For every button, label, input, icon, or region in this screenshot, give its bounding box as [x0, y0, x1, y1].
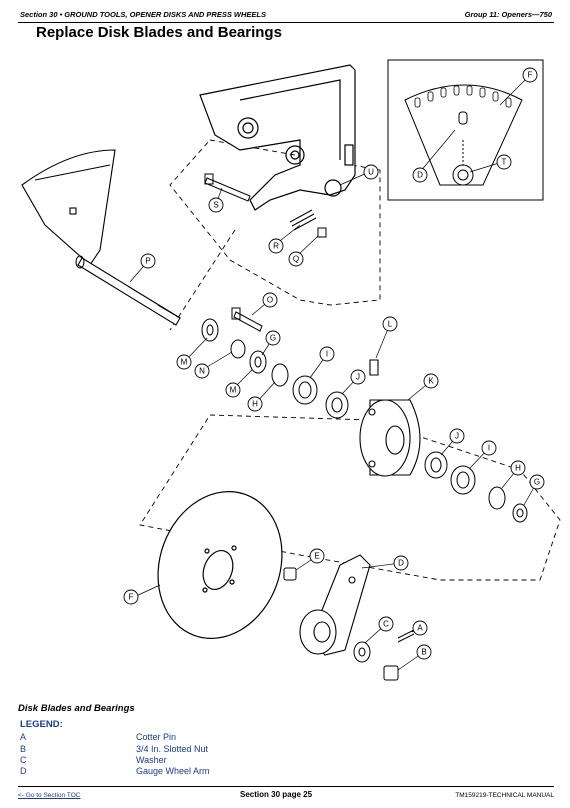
- legend-label: Washer: [136, 755, 167, 765]
- callout-c: [378, 616, 394, 632]
- page-footer: <- Go to Section TOC Section 30 page 25 …: [18, 786, 554, 807]
- callout-k: [423, 373, 439, 389]
- svg-text:I: I: [488, 444, 490, 453]
- svg-text:F: F: [129, 593, 134, 602]
- svg-text:L: L: [388, 320, 393, 329]
- inset-blade-slots: [414, 85, 512, 108]
- legend-key: C: [20, 755, 27, 765]
- callout-p: [140, 253, 156, 269]
- callout-q: [288, 251, 304, 267]
- legend-title: LEGEND:: [20, 719, 63, 730]
- legend-label: Gauge Wheel Arm: [136, 766, 210, 776]
- svg-text:N: N: [199, 367, 205, 376]
- svg-text:U: U: [368, 168, 374, 177]
- svg-text:E: E: [314, 552, 319, 561]
- svg-text:F: F: [528, 71, 533, 80]
- callout-h2: [510, 460, 526, 476]
- hub-k: [359, 359, 421, 477]
- callout-a: [412, 620, 428, 636]
- inset-blade-sector: [404, 84, 523, 186]
- callouts: [123, 67, 545, 660]
- callout-j2: [449, 428, 465, 444]
- callout-d-inset: [412, 167, 428, 183]
- header-section: Section 30 • GROUND TOOLS, OPENER DISKS …: [20, 10, 266, 19]
- callout-d: [393, 555, 409, 571]
- bolt-o: [231, 307, 263, 332]
- svg-text:D: D: [398, 559, 404, 568]
- inset-box: [387, 59, 544, 201]
- callout-i: [319, 346, 335, 362]
- svg-text:Q: Q: [293, 255, 299, 264]
- callout-j: [350, 369, 366, 385]
- callout-s: [208, 197, 224, 213]
- callout-r: [268, 238, 284, 254]
- svg-text:G: G: [270, 334, 276, 343]
- bearing-stack: [201, 318, 349, 419]
- spring-r: [289, 209, 327, 238]
- svg-text:J: J: [356, 373, 360, 382]
- svg-text:R: R: [273, 242, 279, 251]
- svg-text:B: B: [421, 648, 426, 657]
- legend-key: B: [20, 744, 27, 754]
- spindle-shaft: [75, 255, 181, 326]
- callout-u: [363, 164, 379, 180]
- svg-text:M: M: [181, 358, 188, 367]
- svg-text:G: G: [534, 478, 540, 487]
- page-number: Section 30 page 25: [240, 790, 313, 799]
- callout-g: [265, 330, 281, 346]
- callout-i2: [481, 440, 497, 456]
- exploded-parts-diagram: F D T U S R Q P O M N G M H I J L K J I …: [21, 59, 561, 681]
- callout-e: [309, 548, 325, 564]
- gauge-wheel-arm-d: [299, 554, 371, 656]
- callout-l: [382, 316, 398, 332]
- cotter-pin-a: [397, 629, 415, 643]
- svg-text:P: P: [145, 257, 150, 266]
- callout-n: [194, 363, 210, 379]
- svg-text:C: C: [383, 620, 389, 629]
- svg-text:I: I: [326, 350, 328, 359]
- legend-key: A: [20, 732, 27, 742]
- toc-link[interactable]: <- Go to Section TOC: [18, 792, 81, 799]
- header-group: Group 11: Openers—750: [464, 10, 552, 19]
- disk-blade-segment: [21, 149, 116, 266]
- svg-text:M: M: [230, 386, 237, 395]
- svg-text:J: J: [455, 432, 459, 441]
- callout-f-inset: [522, 67, 538, 83]
- washer-c: [353, 641, 371, 663]
- callout-f: [123, 589, 139, 605]
- disk-blade-f: [157, 490, 283, 640]
- page-header: Section 30 • GROUND TOOLS, OPENER DISKS …: [18, 6, 554, 23]
- page-title: Replace Disk Blades and Bearings: [36, 24, 282, 41]
- svg-text:T: T: [502, 158, 507, 167]
- callout-o: [262, 292, 278, 308]
- nut-b: [383, 665, 399, 681]
- opener-frame: [199, 64, 356, 211]
- svg-text:D: D: [417, 171, 423, 180]
- svg-text:A: A: [417, 624, 423, 633]
- svg-text:S: S: [213, 201, 218, 210]
- legend-key: D: [20, 766, 27, 776]
- svg-text:H: H: [515, 464, 521, 473]
- callout-m2: [225, 382, 241, 398]
- callout-t: [496, 154, 512, 170]
- callout-b: [416, 644, 432, 660]
- callout-g2: [529, 474, 545, 490]
- nut-e: [283, 567, 297, 581]
- legend-label: 3/4 In. Slotted Nut: [136, 744, 209, 754]
- figure-caption: Disk Blades and Bearings: [18, 703, 135, 714]
- manual-id: TM159219-TECHNICAL MANUAL: [455, 792, 554, 799]
- callout-h: [247, 396, 263, 412]
- bearing-stack-right: [424, 451, 528, 523]
- svg-text:H: H: [252, 400, 258, 409]
- svg-text:K: K: [428, 377, 434, 386]
- legend-label: Cotter Pin: [136, 732, 177, 742]
- callout-m: [176, 354, 192, 370]
- svg-text:O: O: [267, 296, 273, 305]
- bolt-s: [204, 173, 251, 202]
